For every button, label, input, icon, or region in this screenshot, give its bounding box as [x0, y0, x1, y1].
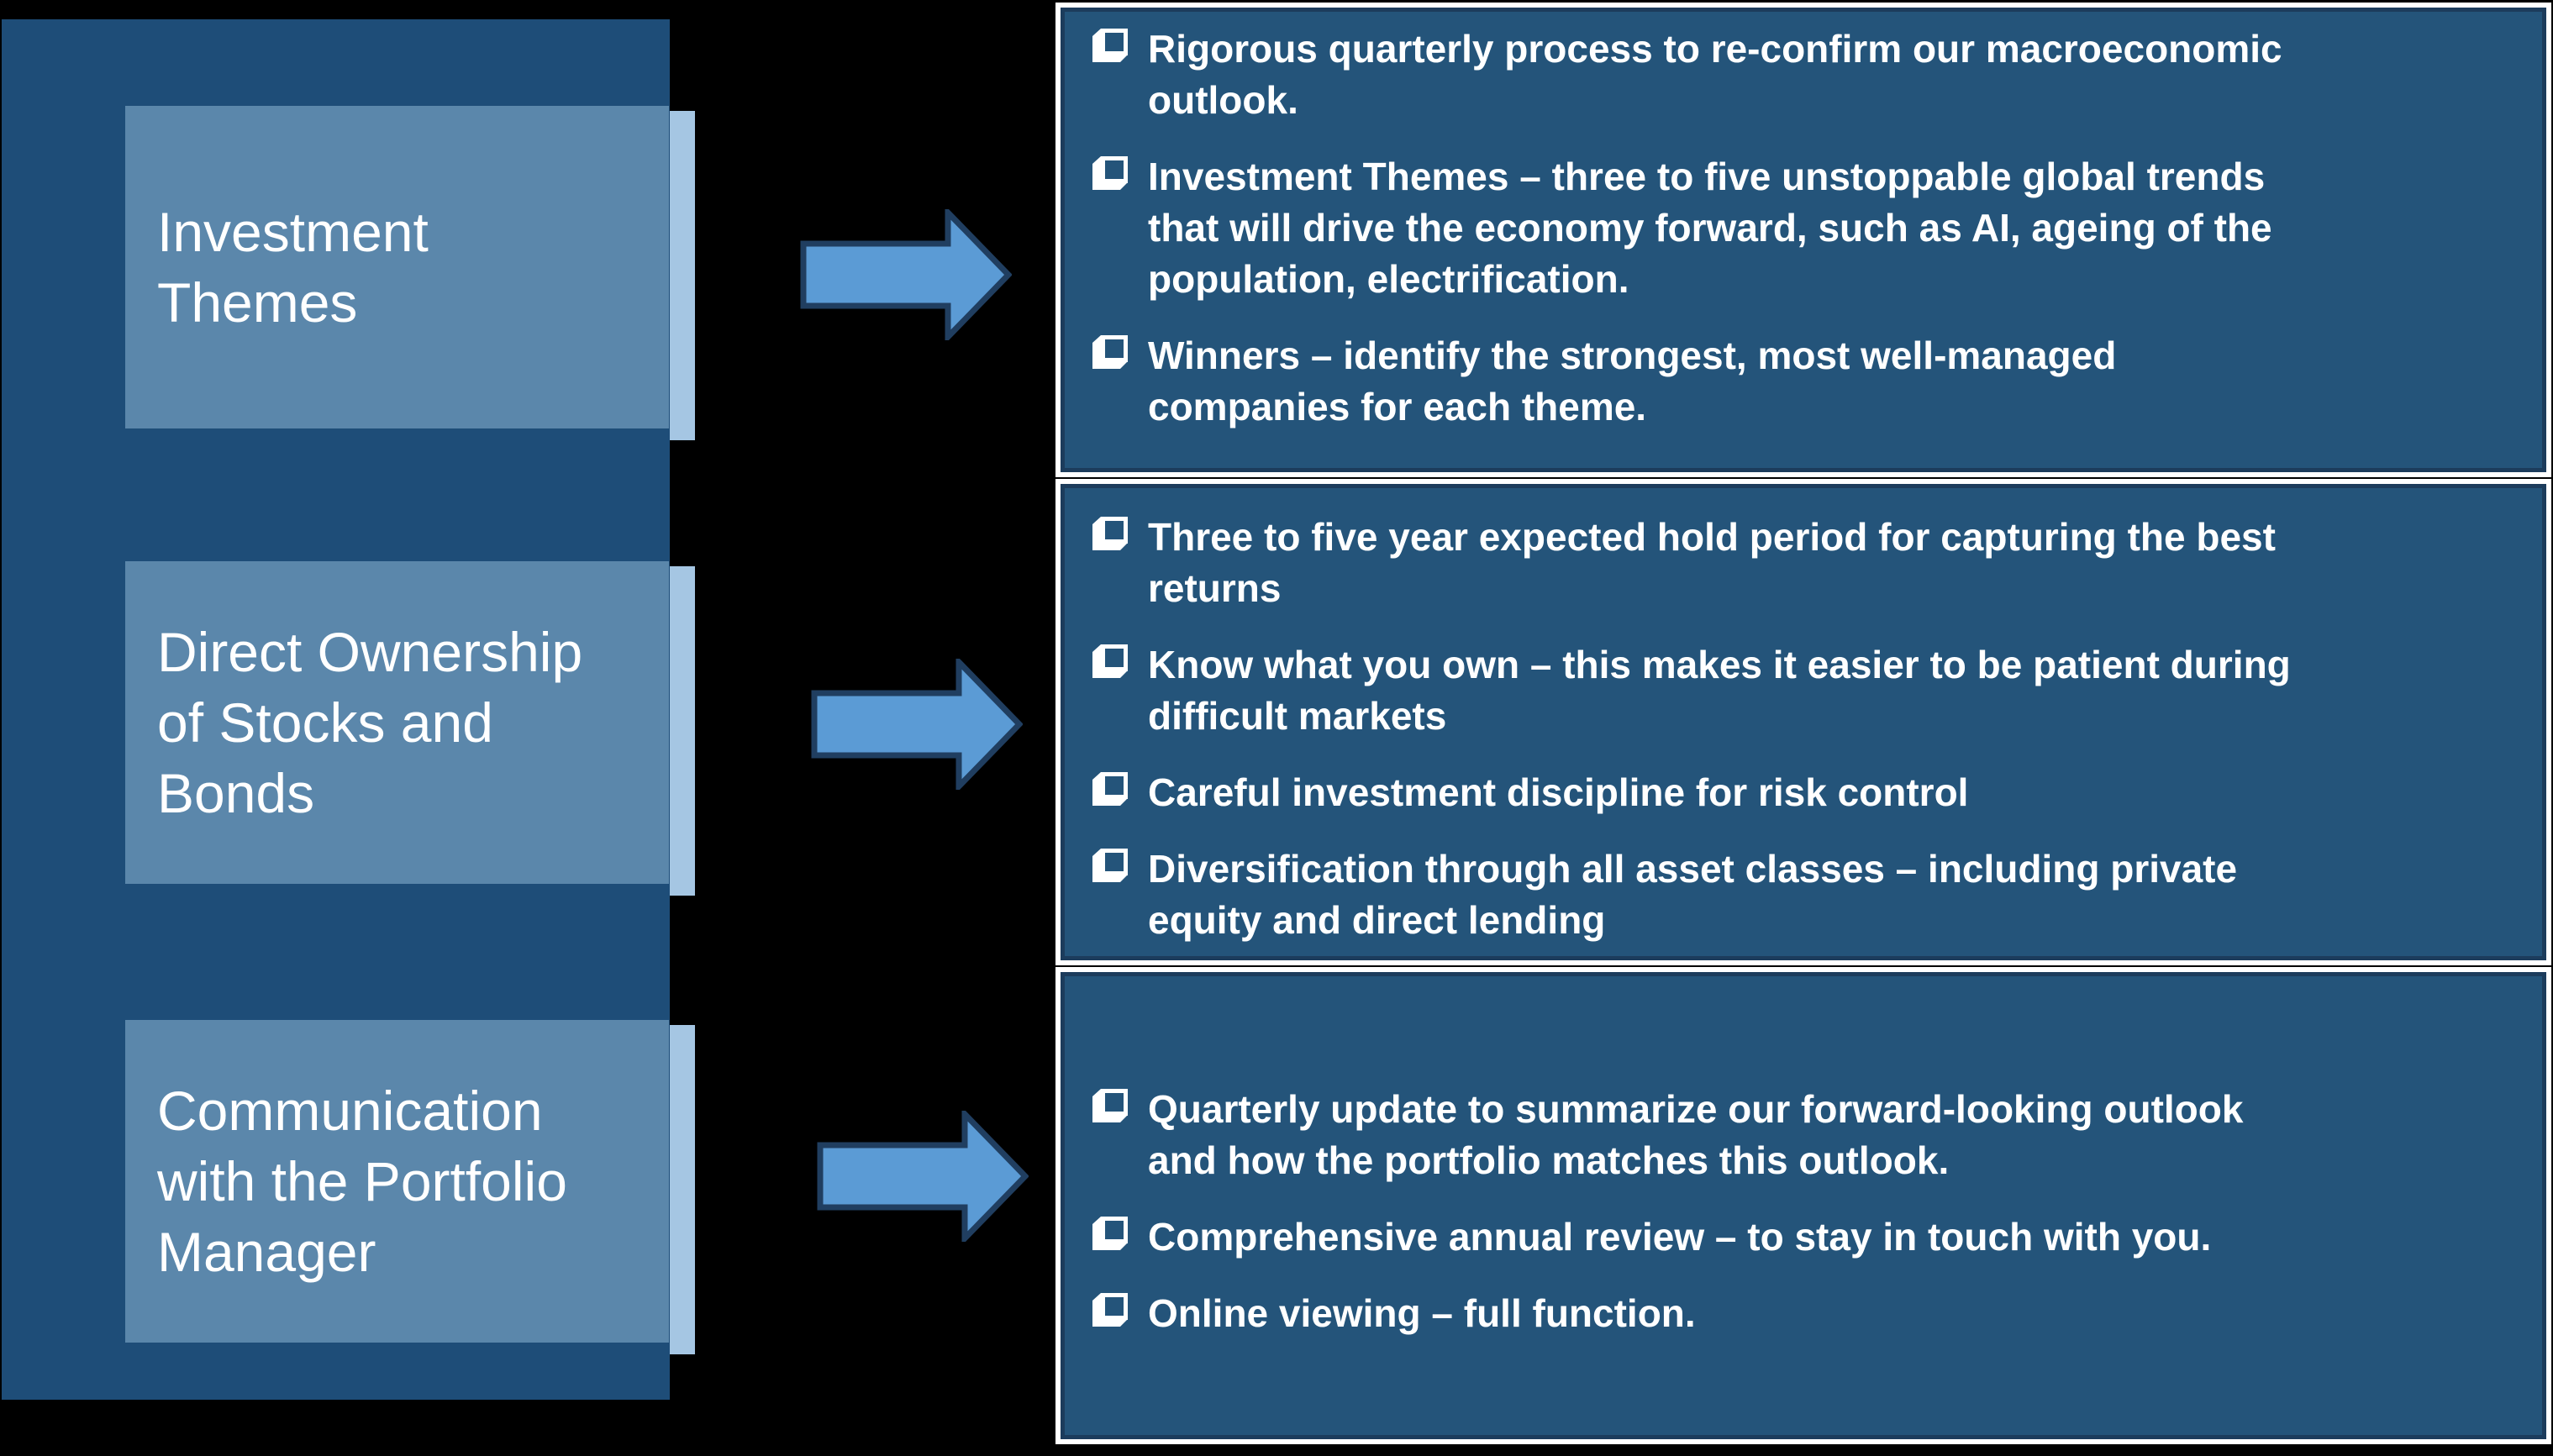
left-box-label: Investment Themes: [157, 201, 429, 334]
bullet-text: Comprehensive annual review – to stay in…: [1148, 1215, 2212, 1259]
checkbox-bullet-icon: [1092, 335, 1128, 369]
list-item: Know what you own – this makes it easier…: [1092, 639, 2530, 742]
right-arrow-icon: [817, 1111, 1029, 1242]
left-box-communication: Communication with the Portfolio Manager: [125, 1020, 669, 1343]
bullet-text: Online viewing – full function.: [1148, 1291, 1696, 1335]
list-item: Three to five year expected hold period …: [1092, 512, 2530, 614]
list-item: Rigorous quarterly process to re-confirm…: [1092, 24, 2530, 126]
bullet-list: Three to five year expected hold period …: [1065, 488, 2542, 946]
highlight-strip: [670, 566, 695, 896]
checkbox-bullet-icon: [1092, 29, 1128, 62]
checkbox-bullet-icon: [1092, 1217, 1128, 1250]
bullet-text: Investment Themes – three to five unstop…: [1148, 155, 2272, 301]
bullet-text: Three to five year expected hold period …: [1148, 515, 2276, 610]
list-item: Investment Themes – three to five unstop…: [1092, 151, 2530, 305]
left-box-label: Communication with the Portfolio Manager: [157, 1080, 567, 1283]
bullet-text: Careful investment discipline for risk c…: [1148, 770, 1969, 814]
right-arrow-icon: [811, 659, 1023, 790]
checkbox-bullet-icon: [1092, 644, 1128, 678]
detail-box-direct-ownership: Three to five year expected hold period …: [1061, 484, 2546, 960]
detail-box-investment-themes: Rigorous quarterly process to re-confirm…: [1061, 8, 2546, 472]
checkbox-bullet-icon: [1092, 772, 1128, 806]
left-box-direct-ownership: Direct Ownership of Stocks and Bonds: [125, 561, 669, 884]
checkbox-bullet-icon: [1092, 849, 1128, 882]
bullet-text: Rigorous quarterly process to re-confirm…: [1148, 27, 2282, 122]
list-item: Careful investment discipline for risk c…: [1092, 767, 2530, 818]
bullet-text: Winners – identify the strongest, most w…: [1148, 334, 2117, 428]
bullet-text: Quarterly update to summarize our forwar…: [1148, 1087, 2244, 1182]
bullet-list: Quarterly update to summarize our forwar…: [1065, 976, 2542, 1339]
list-item: Comprehensive annual review – to stay in…: [1092, 1212, 2530, 1263]
list-item: Diversification through all asset classe…: [1092, 844, 2530, 946]
detail-box-communication: Quarterly update to summarize our forwar…: [1061, 972, 2546, 1439]
list-item: Winners – identify the strongest, most w…: [1092, 330, 2530, 433]
bullet-text: Diversification through all asset classe…: [1148, 847, 2238, 942]
bullet-list: Rigorous quarterly process to re-confirm…: [1065, 12, 2542, 433]
list-item: Quarterly update to summarize our forwar…: [1092, 1084, 2530, 1186]
list-item: Online viewing – full function.: [1092, 1288, 2530, 1339]
bullet-text: Know what you own – this makes it easier…: [1148, 643, 2291, 738]
checkbox-bullet-icon: [1092, 1089, 1128, 1122]
highlight-strip: [670, 1025, 695, 1354]
highlight-strip: [670, 111, 695, 440]
left-box-investment-themes: Investment Themes: [125, 106, 669, 428]
checkbox-bullet-icon: [1092, 517, 1128, 550]
checkbox-bullet-icon: [1092, 1293, 1128, 1327]
checkbox-bullet-icon: [1092, 156, 1128, 190]
right-arrow-icon: [800, 209, 1012, 340]
left-box-label: Direct Ownership of Stocks and Bonds: [157, 621, 583, 824]
